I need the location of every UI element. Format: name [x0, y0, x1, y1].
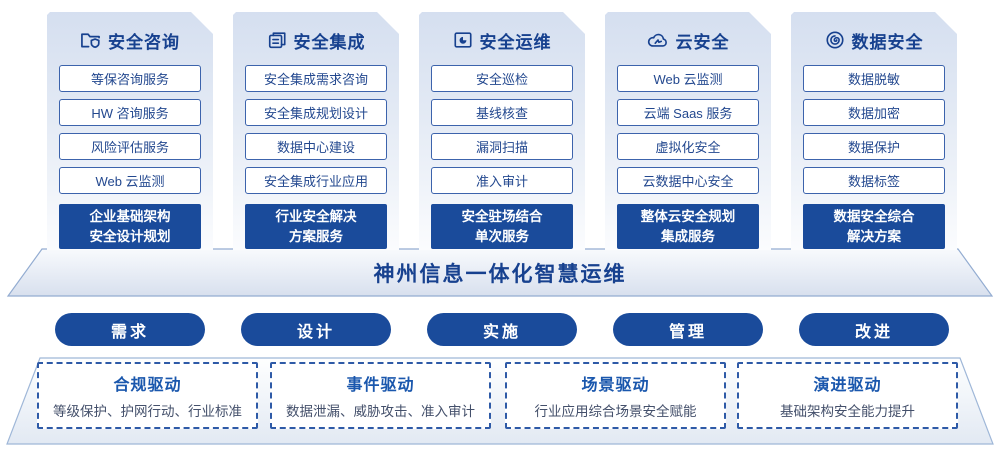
service-item: 安全集成规划设计	[245, 99, 387, 126]
pie-folder-icon	[453, 30, 473, 50]
card-title: 安全集成	[293, 32, 366, 52]
service-item: 数据脱敏	[803, 65, 945, 92]
service-card-data-security: 数据安全 数据脱敏 数据加密 数据保护 数据标签 数据安全综合 解决方案	[791, 12, 957, 250]
service-item: 数据中心建设	[245, 133, 387, 160]
driver-description: 基础架构安全能力提升	[780, 404, 915, 419]
driver-title: 合规驱动	[113, 377, 182, 394]
process-step-design: 设计	[241, 313, 391, 346]
service-item: 数据保护	[803, 133, 945, 160]
card-highlight: 数据安全综合 解决方案	[803, 204, 945, 249]
driver-description: 数据泄漏、威胁攻击、准入审计	[286, 404, 475, 419]
service-item: 数据标签	[803, 167, 945, 194]
service-item: 安全巡检	[431, 65, 573, 92]
card-header: 安全咨询	[80, 28, 180, 52]
service-item: 基线核查	[431, 99, 573, 126]
process-step-improvement: 改进	[799, 313, 949, 346]
driver-box-compliance: 合规驱动 等级保护、护网行动、行业标准	[37, 362, 258, 429]
service-card-security-integration: 安全集成 安全集成需求咨询 安全集成规划设计 数据中心建设 安全集成行业应用 行…	[233, 12, 399, 250]
driver-title: 事件驱动	[346, 377, 415, 394]
card-title: 云安全	[675, 32, 730, 52]
service-card-cloud-security: 云安全 Web 云监测 云端 Saas 服务 虚拟化安全 云数据中心安全 整体云…	[605, 12, 771, 250]
card-title: 安全咨询	[108, 32, 180, 52]
service-item: 安全集成需求咨询	[245, 65, 387, 92]
service-item: Web 云监测	[59, 167, 201, 194]
driver-description: 等级保护、护网行动、行业标准	[53, 404, 242, 419]
driver-title: 演进驱动	[813, 377, 882, 394]
card-title: 数据安全	[851, 32, 924, 52]
card-items: 安全巡检 基线核查 漏洞扫描 准入审计	[431, 65, 573, 194]
process-step-demand: 需求	[55, 313, 205, 346]
process-step-management: 管理	[613, 313, 763, 346]
cloud-icon	[647, 30, 669, 50]
card-items: 安全集成需求咨询 安全集成规划设计 数据中心建设 安全集成行业应用	[245, 65, 387, 194]
card-highlight: 企业基础架构 安全设计规划	[59, 204, 201, 249]
banner-title: 神州信息一体化智慧运维	[373, 263, 627, 286]
service-item: 云数据中心安全	[617, 167, 759, 194]
service-card-security-operations: 安全运维 安全巡检 基线核查 漏洞扫描 准入审计 安全驻场结合 单次服务	[419, 12, 585, 250]
card-highlight: 整体云安全规划 集成服务	[617, 204, 759, 249]
card-items: 数据脱敏 数据加密 数据保护 数据标签	[803, 65, 945, 194]
driver-box-scenario: 场景驱动 行业应用综合场景安全赋能	[505, 362, 726, 429]
card-items: 等保咨询服务 HW 咨询服务 风险评估服务 Web 云监测	[59, 65, 201, 194]
service-item: 风险评估服务	[59, 133, 201, 160]
service-item: 数据加密	[803, 99, 945, 126]
card-highlight: 安全驻场结合 单次服务	[431, 204, 573, 249]
service-item: 虚拟化安全	[617, 133, 759, 160]
driver-description: 行业应用综合场景安全赋能	[534, 404, 697, 419]
driver-box-incident: 事件驱动 数据泄漏、威胁攻击、准入审计	[270, 362, 491, 429]
service-item: HW 咨询服务	[59, 99, 201, 126]
service-card-security-consulting: 安全咨询 等保咨询服务 HW 咨询服务 风险评估服务 Web 云监测 企业基础架…	[47, 12, 213, 250]
data-spiral-icon	[825, 30, 845, 50]
service-item: 准入审计	[431, 167, 573, 194]
card-title: 安全运维	[479, 32, 552, 52]
card-header: 云安全	[647, 28, 730, 52]
service-item: 漏洞扫描	[431, 133, 573, 160]
card-header: 安全运维	[453, 28, 552, 52]
card-header: 安全集成	[267, 28, 366, 52]
driver-box-evolution: 演进驱动 基础架构安全能力提升	[737, 362, 958, 429]
service-item: 安全集成行业应用	[245, 167, 387, 194]
copy-docs-icon	[267, 30, 287, 50]
service-item: 等保咨询服务	[59, 65, 201, 92]
service-item: 云端 Saas 服务	[617, 99, 759, 126]
card-highlight: 行业安全解决 方案服务	[245, 204, 387, 249]
folder-shield-icon	[80, 30, 101, 50]
card-items: Web 云监测 云端 Saas 服务 虚拟化安全 云数据中心安全	[617, 65, 759, 194]
driver-title: 场景驱动	[581, 377, 650, 394]
service-item: Web 云监测	[617, 65, 759, 92]
card-header: 数据安全	[825, 28, 924, 52]
process-step-implementation: 实施	[427, 313, 577, 346]
